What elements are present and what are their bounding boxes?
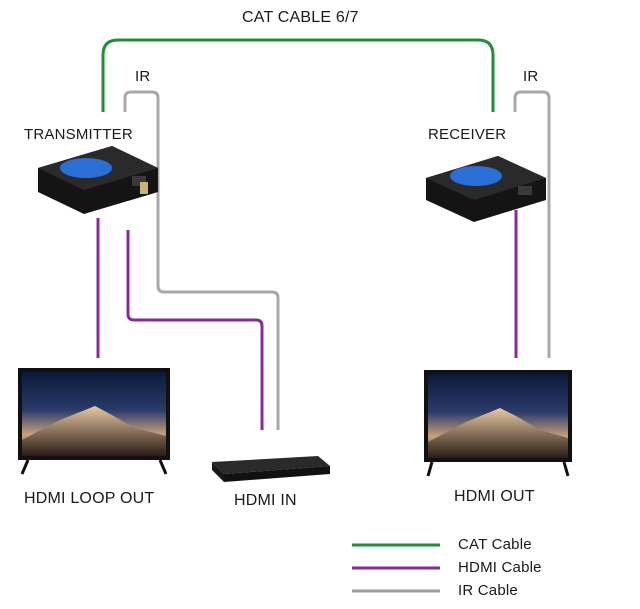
ir-cable-right-line [513, 90, 551, 358]
hdmi-in-label: HDMI IN [234, 492, 297, 509]
legend-cat-label: CAT Cable [458, 536, 532, 553]
receiver-device [426, 156, 546, 222]
tv-left [18, 368, 170, 475]
hdmi-out-label: HDMI OUT [454, 488, 535, 505]
receiver-label: RECEIVER [428, 126, 507, 143]
legend-hdmi-label: HDMI Cable [458, 559, 542, 576]
cat-cable-label: CAT CABLE 6/7 [242, 9, 359, 26]
hdmi-cable-in-line [126, 230, 264, 430]
source-player [212, 456, 330, 482]
transmitter-label: TRANSMITTER [24, 126, 133, 143]
ir-right-label: IR [523, 68, 539, 85]
cat-cable-line [101, 38, 495, 112]
ir-left-label: IR [135, 68, 151, 85]
legend-ir-label: IR Cable [458, 582, 518, 599]
hdmi-loop-out-label: HDMI LOOP OUT [24, 490, 155, 507]
transmitter-device [38, 146, 158, 214]
tv-right [424, 370, 572, 477]
